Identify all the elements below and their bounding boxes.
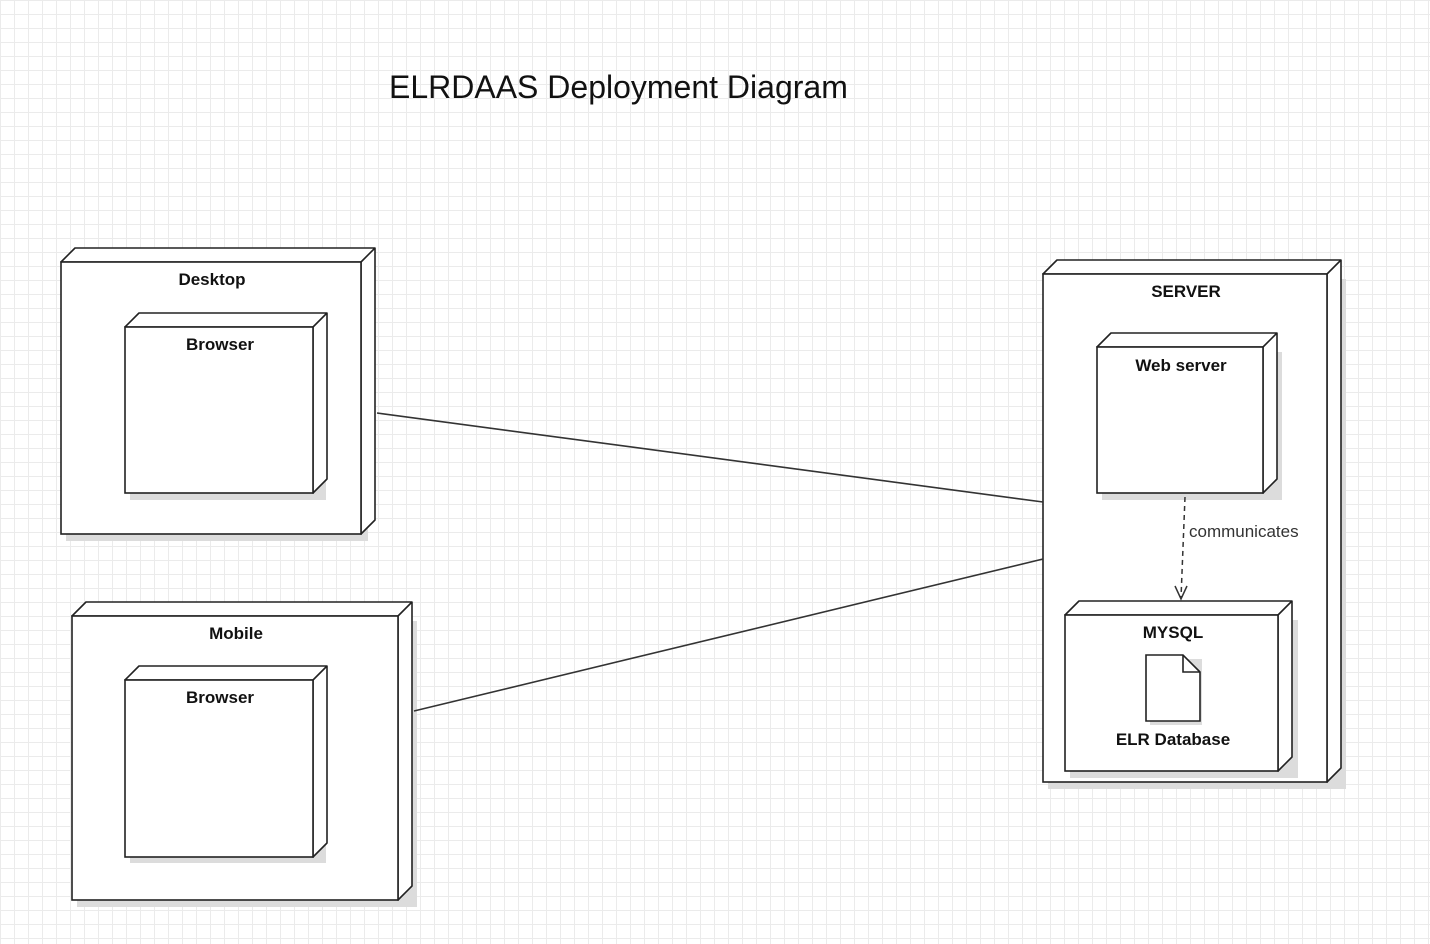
communicates-label: communicates xyxy=(1189,522,1299,541)
communicates-dependency[interactable]: communicates xyxy=(1174,496,1299,601)
mobile-browser-node[interactable]: Browser xyxy=(124,665,328,863)
mobile-server-connection[interactable] xyxy=(413,558,1044,712)
mobile-label: Mobile xyxy=(209,624,263,643)
mobile-browser-label: Browser xyxy=(186,688,254,707)
desktop-label: Desktop xyxy=(178,270,245,289)
elr-database-label: ELR Database xyxy=(1116,730,1230,749)
desktop-browser-node[interactable]: Browser xyxy=(124,312,328,500)
document-icon xyxy=(1145,654,1201,722)
arrowhead-icon xyxy=(1174,585,1188,601)
elr-database-artifact[interactable]: ELR Database xyxy=(1116,654,1230,749)
mysql-label: MYSQL xyxy=(1143,623,1203,642)
desktop-browser-label: Browser xyxy=(186,335,254,354)
web-server-node[interactable]: Web server xyxy=(1096,332,1282,500)
web-server-label: Web server xyxy=(1135,356,1227,375)
desktop-server-connection[interactable] xyxy=(376,412,1044,503)
server-label: SERVER xyxy=(1151,282,1221,301)
diagram-title: ELRDAAS Deployment Diagram xyxy=(389,69,848,105)
